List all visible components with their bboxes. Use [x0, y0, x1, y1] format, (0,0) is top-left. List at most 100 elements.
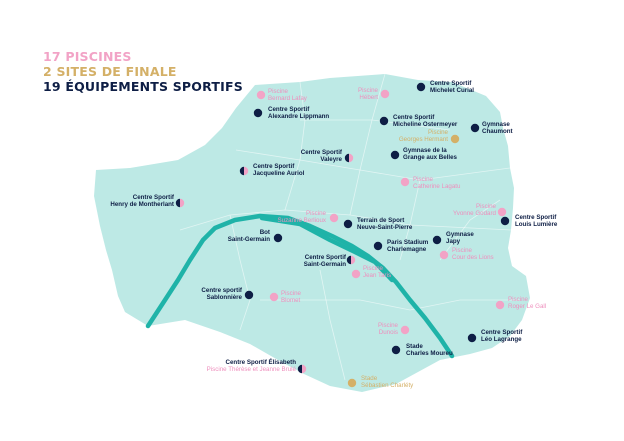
site-label-line: Grange aux Belles — [403, 154, 458, 161]
site-marker-navy[interactable] — [343, 219, 353, 229]
site-label-line: Piscine — [452, 247, 473, 254]
site-marker-navy[interactable] — [470, 123, 480, 133]
legend-equipements: 19 ÉQUIPEMENTS SPORTIFS — [43, 79, 243, 94]
site-marker-gold[interactable] — [450, 134, 460, 144]
site-marker-pink[interactable] — [380, 89, 390, 99]
site-label-line: Dunois — [379, 329, 398, 336]
site-marker-navy[interactable] — [273, 233, 283, 243]
site-marker-navy[interactable] — [500, 216, 510, 226]
site-label-line: Piscine — [358, 87, 379, 94]
site-label-line: Centre Sportif — [430, 80, 472, 87]
site-marker-pink[interactable] — [400, 177, 410, 187]
site-label-line: Centre Sportif Élisabeth — [226, 358, 297, 366]
site-label-line: Centre sportif — [201, 287, 243, 294]
site-markers — [175, 82, 510, 388]
site-marker-pink[interactable] — [269, 292, 279, 302]
site-label-line: Louis Lumière — [515, 221, 558, 228]
site-label-line: Centre Sportif — [305, 254, 347, 261]
site-label-line: Piscine — [306, 210, 327, 217]
seine-river — [145, 213, 455, 359]
site-marker-pink[interactable] — [256, 90, 266, 100]
site-label-line: Neuve-Saint-Pierre — [357, 224, 413, 231]
marker-half-navy — [297, 364, 302, 374]
site-label-line: Valeyre — [320, 156, 342, 163]
site-marker-navy[interactable] — [390, 150, 400, 160]
site-label-line: Gymnase — [482, 121, 510, 128]
site-label-line: Micheline Ostermeyer — [393, 121, 458, 128]
site-marker-half[interactable] — [239, 166, 249, 176]
site-label-line: Centre Sportif — [253, 163, 295, 170]
site-marker-gold[interactable] — [347, 378, 357, 388]
marker-half-pink — [351, 255, 356, 265]
site-marker-pink[interactable] — [495, 300, 505, 310]
site-label-line: Centre Sportif — [268, 106, 310, 113]
site-marker-half[interactable] — [175, 198, 185, 208]
site-label-line: Sablonnière — [207, 294, 243, 301]
arrondissement-lines — [179, 73, 520, 381]
site-label-line: Chaumont — [482, 128, 513, 135]
site-marker-pink[interactable] — [400, 325, 410, 335]
site-label-line: Paris Stadium — [387, 239, 429, 246]
site-label-line: Henry de Montherlant — [110, 201, 174, 208]
site-marker-pink[interactable] — [439, 250, 449, 260]
site-marker-half[interactable] — [344, 153, 354, 163]
site-marker-pink[interactable] — [497, 207, 507, 217]
site-label-line: Terrain de Sport — [357, 217, 404, 224]
site-label-line: Catherine Lagatu — [413, 183, 461, 190]
site-label-line: Centre Sportif — [393, 114, 435, 121]
site-label-line: Piscine — [281, 290, 302, 297]
site-marker-half[interactable] — [346, 255, 356, 265]
site-label-line: Suzanne Berlioux — [278, 217, 327, 224]
site-marker-navy[interactable] — [416, 82, 426, 92]
site-label-line: Centre Sportif — [515, 214, 557, 221]
site-label-line: Stade — [361, 375, 378, 382]
marker-half-pink — [302, 364, 307, 374]
site-marker-navy[interactable] — [379, 116, 389, 126]
marker-half-pink — [180, 198, 185, 208]
site-label-line: Jean Taris — [363, 272, 391, 279]
site-marker-half[interactable] — [297, 364, 307, 374]
site-marker-pink[interactable] — [329, 213, 339, 223]
site-marker-pink[interactable] — [351, 269, 361, 279]
site-label-line: Michelet Curial — [430, 87, 474, 94]
site-marker-navy[interactable] — [432, 235, 442, 245]
site-label-line: Cour des Lions — [452, 254, 494, 261]
site-label-line: Piscine — [268, 88, 289, 95]
site-label-line: Gymnase de la — [403, 147, 447, 154]
legend-piscines: 17 PISCINES — [43, 49, 132, 64]
site-label-line: Roger Le Gall — [508, 303, 546, 310]
site-marker-navy[interactable] — [467, 333, 477, 343]
site-label-line: Gymnase — [446, 231, 474, 238]
site-label-line: Charles Moureu — [406, 350, 453, 357]
site-label-line: Sébastien Charléty — [361, 382, 414, 389]
site-label-line: Léo Lagrange — [481, 336, 522, 343]
site-marker-navy[interactable] — [253, 108, 263, 118]
site-marker-navy[interactable] — [373, 241, 383, 251]
site-marker-navy[interactable] — [391, 345, 401, 355]
site-marker-navy[interactable] — [244, 290, 254, 300]
site-label-line: Bernard Lafay — [268, 95, 308, 102]
site-label-line: Piscine — [476, 203, 497, 210]
site-label-line: Japy — [446, 238, 461, 245]
site-label-line: Alexandre Lippmann — [268, 113, 329, 120]
marker-half-navy — [344, 153, 349, 163]
site-label-line: Piscine Thérèse et Jeanne Brulé — [207, 366, 297, 373]
marker-half-pink — [349, 153, 354, 163]
site-label-line: Centre Sportif — [301, 149, 343, 156]
